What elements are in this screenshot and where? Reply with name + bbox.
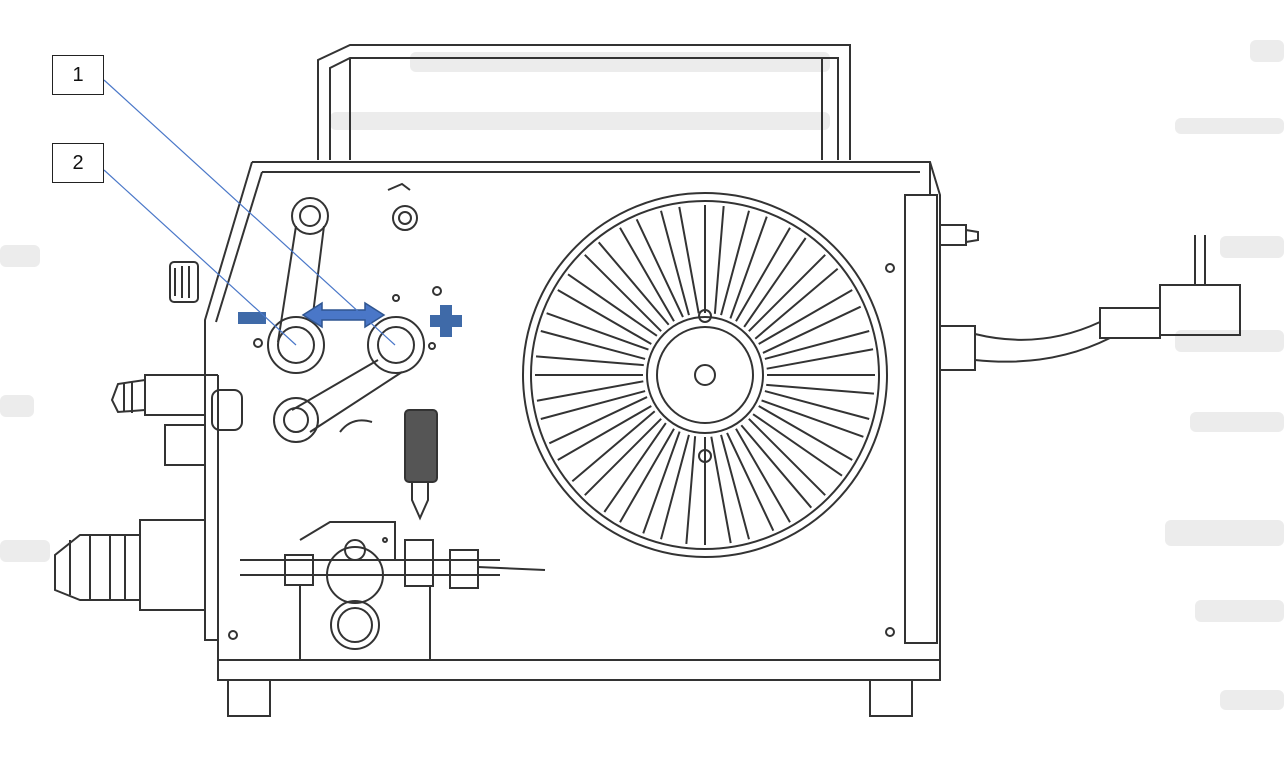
polarity-double-arrow	[301, 301, 386, 329]
callout-2: 2	[52, 143, 104, 183]
spool-spokes	[535, 205, 875, 545]
spool-spoke	[548, 396, 652, 461]
plus-sign	[430, 305, 462, 337]
spool-spoke	[603, 422, 675, 523]
polarity-indicators	[238, 301, 462, 337]
spool-spoke	[619, 218, 684, 322]
spool-spoke	[766, 374, 875, 395]
minus-sign	[238, 312, 266, 324]
spool-spoke	[758, 289, 862, 354]
spool-spoke	[704, 205, 725, 314]
spool-spoke	[710, 434, 750, 544]
wire-feed-mechanism	[240, 182, 546, 660]
spool-spoke	[735, 227, 807, 328]
leader-lines	[103, 79, 396, 346]
wire-spool	[522, 192, 888, 558]
spool-spoke	[557, 273, 658, 345]
spool-spoke	[535, 355, 644, 376]
power-cord	[939, 224, 1241, 371]
spool-spoke	[685, 436, 706, 545]
spool-spoke	[540, 312, 649, 360]
spool-spoke	[764, 330, 874, 370]
leader-line-1	[103, 79, 396, 346]
spool-spoke	[660, 206, 700, 316]
spool-spoke	[584, 241, 670, 332]
background-ghost	[0, 40, 1284, 710]
callout-1: 1	[52, 55, 104, 95]
machine-outline	[54, 44, 941, 717]
spool-spoke	[752, 405, 853, 477]
spool-spoke	[740, 418, 826, 509]
spool-spoke	[642, 431, 690, 540]
spool-spoke	[571, 410, 662, 496]
spool-spoke	[748, 254, 839, 340]
spool-spoke	[720, 210, 768, 319]
spool-spoke	[726, 428, 791, 532]
spool-spoke	[761, 390, 870, 438]
leader-line-2	[103, 169, 297, 346]
spool-spoke	[536, 380, 646, 420]
